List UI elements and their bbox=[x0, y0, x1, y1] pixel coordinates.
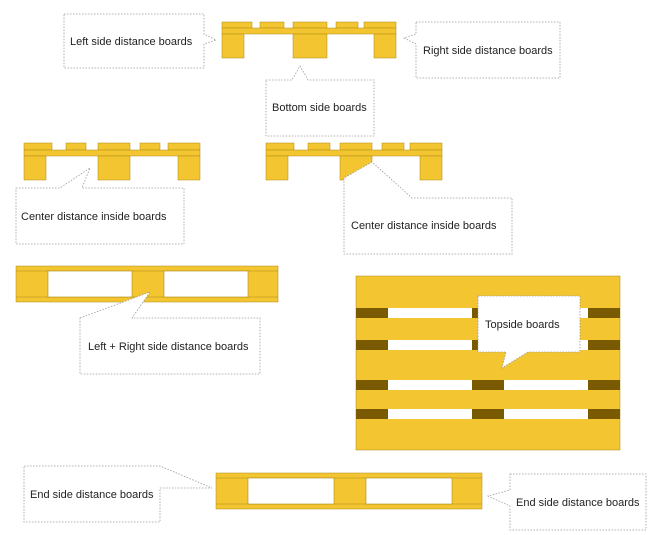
stringer-visible bbox=[472, 380, 504, 390]
fork-opening-left bbox=[47, 270, 133, 298]
fork-opening-left bbox=[247, 477, 335, 505]
label-right-side-distance-boards: Right side distance boards bbox=[423, 45, 553, 57]
callout-bottom-side-boards bbox=[265, 65, 375, 137]
top-deck-board bbox=[409, 142, 443, 151]
label-topside-boards: Topside boards bbox=[485, 319, 560, 331]
left-block bbox=[265, 155, 289, 181]
stringer-visible bbox=[356, 340, 388, 350]
stringer-visible bbox=[472, 409, 504, 419]
center-block bbox=[292, 33, 328, 59]
left-block bbox=[23, 155, 47, 181]
right-block bbox=[373, 33, 397, 59]
right-block bbox=[419, 155, 443, 181]
top-deck-board bbox=[307, 142, 331, 151]
callout-topside-boards bbox=[477, 295, 581, 369]
label-bottom-side-boards: Bottom side boards bbox=[272, 102, 367, 114]
fork-opening-right bbox=[163, 270, 249, 298]
callout-center-distance-right bbox=[343, 161, 513, 255]
top-deck-board bbox=[167, 142, 201, 151]
top-deck-board bbox=[97, 142, 131, 151]
callout-right-side-distance-boards bbox=[402, 21, 561, 79]
pallet-long-side-view bbox=[15, 265, 279, 303]
top-deck-board bbox=[339, 142, 373, 151]
stringer-visible bbox=[356, 380, 388, 390]
top-deck-board bbox=[23, 142, 53, 151]
fork-opening-right bbox=[365, 477, 453, 505]
stringer-board bbox=[265, 149, 443, 157]
pallet-side-view-middle-right bbox=[265, 142, 443, 181]
top-deck-board bbox=[363, 21, 397, 29]
top-deck-board bbox=[381, 142, 405, 151]
stringer-visible bbox=[588, 340, 620, 350]
stringer-board bbox=[221, 27, 397, 35]
label-center-distance-inside-boards-left: Center distance inside boards bbox=[21, 211, 167, 223]
stringer-visible bbox=[588, 409, 620, 419]
top-deck-board bbox=[292, 21, 328, 29]
callout-center-distance-left bbox=[15, 166, 185, 245]
top-deck-board bbox=[335, 21, 359, 29]
top-deck-board bbox=[221, 21, 253, 29]
center-block bbox=[97, 155, 131, 181]
callout-left-side-distance-boards bbox=[63, 13, 218, 69]
label-end-side-distance-boards-left: End side distance boards bbox=[30, 489, 154, 501]
label-left-right-side-distance-boards: Left + Right side distance boards bbox=[88, 341, 249, 353]
label-left-side-distance-boards: Left side distance boards bbox=[70, 36, 193, 48]
stringer-board bbox=[23, 149, 201, 157]
label-end-side-distance-boards-right: End side distance boards bbox=[516, 497, 640, 509]
left-block bbox=[221, 33, 245, 59]
callout-end-side-distance-left bbox=[23, 465, 213, 523]
right-block bbox=[177, 155, 201, 181]
callout-end-side-distance-right bbox=[486, 473, 647, 531]
stringer-visible bbox=[356, 409, 388, 419]
top-deck-board bbox=[139, 142, 161, 151]
pallet-side-view-top bbox=[221, 21, 397, 59]
top-deck-board bbox=[259, 21, 285, 29]
top-deck-board bbox=[265, 142, 295, 151]
top-deck-board bbox=[65, 142, 87, 151]
stringer-visible bbox=[356, 308, 388, 318]
stringer-visible bbox=[588, 380, 620, 390]
stringer-visible bbox=[588, 308, 620, 318]
pallet-end-side-view bbox=[215, 472, 483, 510]
callout-left-right-side-distance-boards bbox=[79, 291, 261, 375]
pallet-side-view-middle-left bbox=[23, 142, 201, 181]
label-center-distance-inside-boards-right: Center distance inside boards bbox=[351, 220, 497, 232]
